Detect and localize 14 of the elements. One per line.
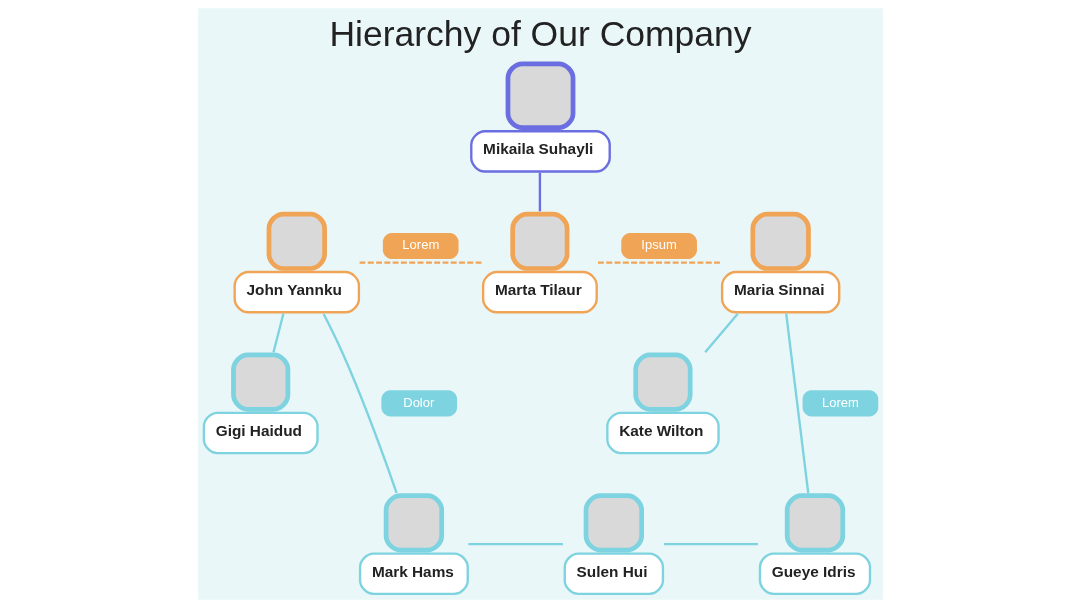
connector	[271, 313, 285, 353]
edge-label: Dolor	[402, 394, 434, 410]
edge-label: Lorem	[821, 394, 859, 410]
connector	[597, 261, 720, 264]
connector	[467, 542, 563, 546]
edge-label: Lorem	[401, 237, 439, 253]
edge-label: Ipsum	[640, 237, 677, 253]
diagram-title: Hierarchy of Our Company	[328, 14, 752, 55]
connector	[538, 172, 541, 212]
connector	[703, 313, 739, 354]
connector	[359, 261, 482, 264]
connector	[322, 313, 398, 494]
connector	[663, 542, 758, 546]
connector	[784, 313, 809, 494]
